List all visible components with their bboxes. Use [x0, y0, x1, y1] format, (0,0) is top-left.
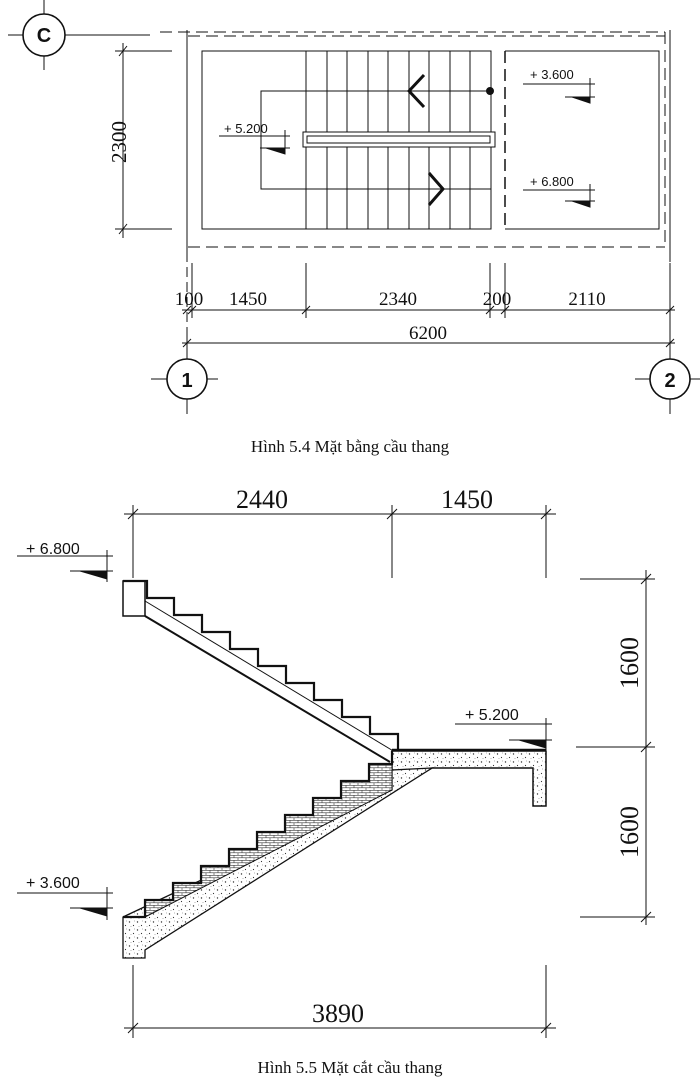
svg-text:+ 6.800: + 6.800 [26, 541, 80, 558]
svg-text:200: 200 [483, 289, 512, 310]
level-marker-section-5200: + 5.200 [455, 707, 552, 750]
upper-flight [122, 579, 400, 763]
svg-text:+ 6.800: + 6.800 [530, 174, 574, 189]
dimension-2300: 2300 [107, 43, 172, 238]
dimension-bottom: 3890 [124, 965, 556, 1038]
grid-bubble-2: 2 [635, 350, 700, 414]
grid-bubble-1: 1 [151, 330, 218, 414]
svg-text:2340: 2340 [379, 289, 417, 310]
figure-caption-plan: Hình 5.4 Mặt bằng cầu thang [250, 437, 450, 456]
grid-label-c: C [37, 25, 51, 47]
level-marker-5200: + 5.200 [219, 121, 290, 155]
svg-text:2300: 2300 [107, 121, 131, 163]
svg-text:1: 1 [181, 370, 192, 392]
stair-plan: C [8, 0, 700, 414]
level-marker-6800: + 6.800 [523, 174, 595, 208]
dimension-chain-right: 1600 1600 [576, 570, 655, 925]
dimension-chain-top: 2440 1450 [124, 485, 556, 578]
walk-line-start-dot-icon [486, 87, 494, 95]
svg-text:100: 100 [175, 289, 204, 310]
stair-section: 2440 1450 1600 1600 3890 + 6.800 [17, 485, 655, 1038]
svg-text:1600: 1600 [615, 806, 644, 858]
svg-text:2110: 2110 [568, 289, 605, 310]
grid-bubble-c: C [8, 0, 70, 70]
level-marker-section-6800: + 6.800 [17, 541, 113, 582]
svg-text:+ 5.200: + 5.200 [224, 121, 268, 136]
svg-text:1600: 1600 [615, 637, 644, 689]
svg-text:2: 2 [664, 370, 675, 392]
svg-text:1450: 1450 [229, 289, 267, 310]
arrow-left-icon [406, 73, 426, 109]
lower-flight [122, 751, 435, 959]
svg-text:1450: 1450 [441, 485, 493, 514]
svg-text:+ 5.200: + 5.200 [465, 707, 519, 724]
arrow-right-icon [427, 172, 445, 206]
level-marker-section-3600: + 3.600 [17, 875, 113, 920]
svg-text:+ 3.600: + 3.600 [530, 67, 574, 82]
svg-text:2440: 2440 [236, 485, 288, 514]
svg-text:+ 3.600: + 3.600 [26, 875, 80, 892]
figure-caption-section: Hình 5.5 Mặt cắt cầu thang [257, 1058, 443, 1077]
svg-text:6200: 6200 [409, 323, 447, 344]
dimension-chain-plan: 100 1450 2340 200 2110 6200 [175, 263, 675, 350]
level-marker-3600: + 3.600 [523, 67, 595, 104]
svg-text:3890: 3890 [312, 999, 364, 1028]
